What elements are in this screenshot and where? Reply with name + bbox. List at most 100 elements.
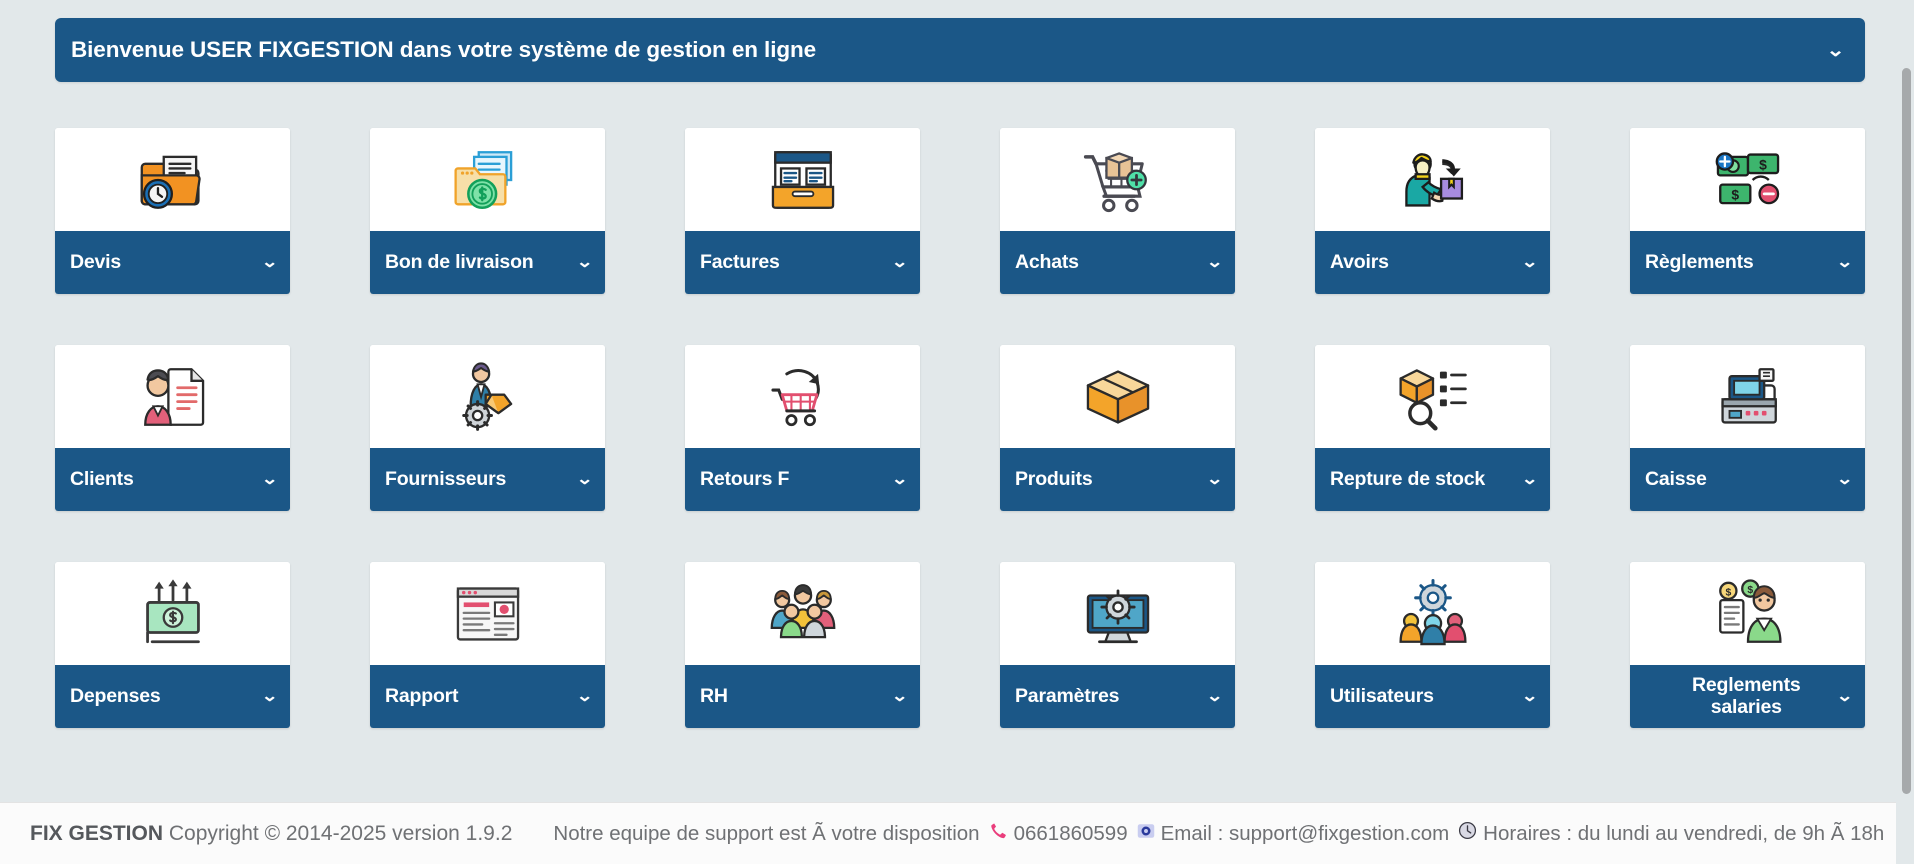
folder-clock-icon bbox=[55, 128, 290, 231]
person-return-box-icon bbox=[1315, 128, 1550, 231]
module-card-label: RH bbox=[700, 684, 728, 707]
module-card-label: Bon de livraison bbox=[385, 250, 534, 273]
module-card-produits[interactable]: Produits⌄ bbox=[1000, 345, 1235, 511]
module-card-avoirs[interactable]: Avoirs⌄ bbox=[1315, 128, 1550, 294]
chevron-down-icon[interactable]: ⌄ bbox=[1520, 470, 1539, 488]
module-card-label: Retours F bbox=[700, 467, 790, 490]
report-page-icon bbox=[370, 562, 605, 665]
module-card-footer[interactable]: Reglements salaries⌄ bbox=[1630, 665, 1865, 728]
chevron-down-icon[interactable]: ⌄ bbox=[1835, 470, 1854, 488]
module-card-footer[interactable]: Bon de livraison ⌄ bbox=[370, 231, 605, 294]
phone-icon bbox=[989, 821, 1008, 846]
chevron-down-icon[interactable]: ⌄ bbox=[1205, 470, 1224, 488]
copyright-text: Copyright © 2014-2025 version 1.9.2 bbox=[168, 821, 513, 845]
svg-text:$: $ bbox=[1747, 585, 1753, 596]
module-card-label: Règlements bbox=[1645, 250, 1754, 273]
module-card-label: Rapport bbox=[385, 684, 459, 707]
module-card-label: Repture de stock bbox=[1330, 467, 1486, 490]
module-card-bon-de-livraison[interactable]: Bon de livraison ⌄ bbox=[370, 128, 605, 294]
module-card-footer[interactable]: Achats ⌄ bbox=[1000, 231, 1235, 294]
module-card-reglements-salaries[interactable]: $ $ Reglements salaries⌄ bbox=[1630, 562, 1865, 728]
module-card-factures[interactable]: Factures ⌄ bbox=[685, 128, 920, 294]
module-card-label: Devis bbox=[70, 250, 122, 273]
chevron-down-icon[interactable]: ⌄ bbox=[890, 253, 909, 271]
module-card-utilisateurs[interactable]: Utilisateurs ⌄ bbox=[1315, 562, 1550, 728]
chevron-down-icon[interactable]: ⌄ bbox=[1205, 253, 1224, 271]
module-card-footer[interactable]: Fournisseurs ⌄ bbox=[370, 448, 605, 511]
module-card-fournisseurs[interactable]: Fournisseurs ⌄ bbox=[370, 345, 605, 511]
svg-text:$: $ bbox=[1731, 186, 1739, 202]
module-card-param-tres[interactable]: Paramètres ⌄ bbox=[1000, 562, 1235, 728]
module-card-label: Depenses bbox=[70, 684, 161, 707]
module-card-caisse[interactable]: Caisse⌄ bbox=[1630, 345, 1865, 511]
module-card-achats[interactable]: Achats ⌄ bbox=[1000, 128, 1235, 294]
vertical-scrollbar-thumb[interactable] bbox=[1902, 68, 1911, 794]
module-card-label: Fournisseurs bbox=[385, 467, 507, 490]
chevron-down-icon[interactable]: ⌄ bbox=[260, 253, 279, 271]
footer-copyright: FIX GESTION Copyright © 2014-2025 versio… bbox=[0, 822, 512, 846]
module-card-label: Achats bbox=[1015, 250, 1079, 273]
module-card-repture-de-stock[interactable]: Repture de stock ⌄ bbox=[1315, 345, 1550, 511]
module-card-retours-f[interactable]: Retours F ⌄ bbox=[685, 345, 920, 511]
module-card-footer[interactable]: RH ⌄ bbox=[685, 665, 920, 728]
module-card-footer[interactable]: Depenses ⌄ bbox=[55, 665, 290, 728]
module-card-depenses[interactable]: Depenses ⌄ bbox=[55, 562, 290, 728]
module-card-label: Paramètres bbox=[1015, 684, 1120, 707]
page-footer: FIX GESTION Copyright © 2014-2025 versio… bbox=[0, 802, 1896, 864]
support-hours: Horaires : du lundi au vendredi, de 9h Ã… bbox=[1483, 821, 1885, 845]
module-card-footer[interactable]: Avoirs⌄ bbox=[1315, 231, 1550, 294]
package-box-icon bbox=[1000, 345, 1235, 448]
salary-payment-icon: $ $ bbox=[1630, 562, 1865, 665]
module-card-footer[interactable]: Rapport ⌄ bbox=[370, 665, 605, 728]
email-icon bbox=[1137, 822, 1155, 846]
module-card-footer[interactable]: Règlements ⌄ bbox=[1630, 231, 1865, 294]
invoice-folder-icon bbox=[685, 128, 920, 231]
svg-text:$: $ bbox=[1759, 156, 1767, 172]
monitor-gear-icon bbox=[1000, 562, 1235, 665]
welcome-message: Bienvenue USER FIXGESTION dans votre sys… bbox=[71, 36, 817, 62]
chevron-down-icon[interactable]: ⌄ bbox=[575, 253, 594, 271]
chevron-down-icon[interactable]: ⌄ bbox=[260, 687, 279, 705]
chevron-down-icon[interactable]: ⌄ bbox=[890, 470, 909, 488]
module-card-label: Factures bbox=[700, 250, 780, 273]
module-card-clients[interactable]: Clients⌄ bbox=[55, 345, 290, 511]
users-settings-icon bbox=[1315, 562, 1550, 665]
module-card-footer[interactable]: Produits⌄ bbox=[1000, 448, 1235, 511]
welcome-banner[interactable]: Bienvenue USER FIXGESTION dans votre sys… bbox=[55, 18, 1865, 82]
support-email: Email : support@fixgestion.com bbox=[1160, 821, 1450, 845]
chevron-down-icon[interactable]: ⌄ bbox=[1835, 687, 1854, 705]
module-card-r-glements[interactable]: $ $ Règlements ⌄ bbox=[1630, 128, 1865, 294]
chevron-down-icon[interactable]: ⌄ bbox=[575, 470, 594, 488]
client-document-icon bbox=[55, 345, 290, 448]
chevron-down-icon[interactable]: ⌄ bbox=[1205, 687, 1224, 705]
module-card-rh[interactable]: RH ⌄ bbox=[685, 562, 920, 728]
module-card-footer[interactable]: Devis ⌄ bbox=[55, 231, 290, 294]
module-card-footer[interactable]: Utilisateurs ⌄ bbox=[1315, 665, 1550, 728]
module-card-footer[interactable]: Caisse⌄ bbox=[1630, 448, 1865, 511]
chevron-down-icon[interactable]: ⌄ bbox=[1520, 253, 1539, 271]
chevron-down-icon[interactable]: ⌄ bbox=[1826, 40, 1845, 60]
clock-icon bbox=[1458, 821, 1477, 846]
chevron-down-icon[interactable]: ⌄ bbox=[890, 687, 909, 705]
brand-name: FIX GESTION bbox=[30, 821, 164, 845]
module-card-footer[interactable]: Retours F ⌄ bbox=[685, 448, 920, 511]
vertical-scrollbar-track[interactable] bbox=[1896, 0, 1914, 864]
people-group-icon bbox=[685, 562, 920, 665]
module-card-footer[interactable]: Clients⌄ bbox=[55, 448, 290, 511]
module-card-label: Utilisateurs bbox=[1330, 684, 1434, 707]
chevron-down-icon[interactable]: ⌄ bbox=[1520, 687, 1539, 705]
module-card-footer[interactable]: Repture de stock ⌄ bbox=[1315, 448, 1550, 511]
chevron-down-icon[interactable]: ⌄ bbox=[575, 687, 594, 705]
svg-text:$: $ bbox=[1725, 587, 1731, 598]
module-card-footer[interactable]: Paramètres ⌄ bbox=[1000, 665, 1235, 728]
module-card-footer[interactable]: Factures ⌄ bbox=[685, 231, 920, 294]
module-card-devis[interactable]: Devis ⌄ bbox=[55, 128, 290, 294]
support-text: Notre equipe de support est Ã votre disp… bbox=[553, 821, 980, 845]
folder-money-doc-icon bbox=[370, 128, 605, 231]
money-exchange-icon: $ $ bbox=[1630, 128, 1865, 231]
module-card-rapport[interactable]: Rapport ⌄ bbox=[370, 562, 605, 728]
supplier-gear-icon bbox=[370, 345, 605, 448]
box-list-search-icon bbox=[1315, 345, 1550, 448]
chevron-down-icon[interactable]: ⌄ bbox=[260, 470, 279, 488]
chevron-down-icon[interactable]: ⌄ bbox=[1835, 253, 1854, 271]
